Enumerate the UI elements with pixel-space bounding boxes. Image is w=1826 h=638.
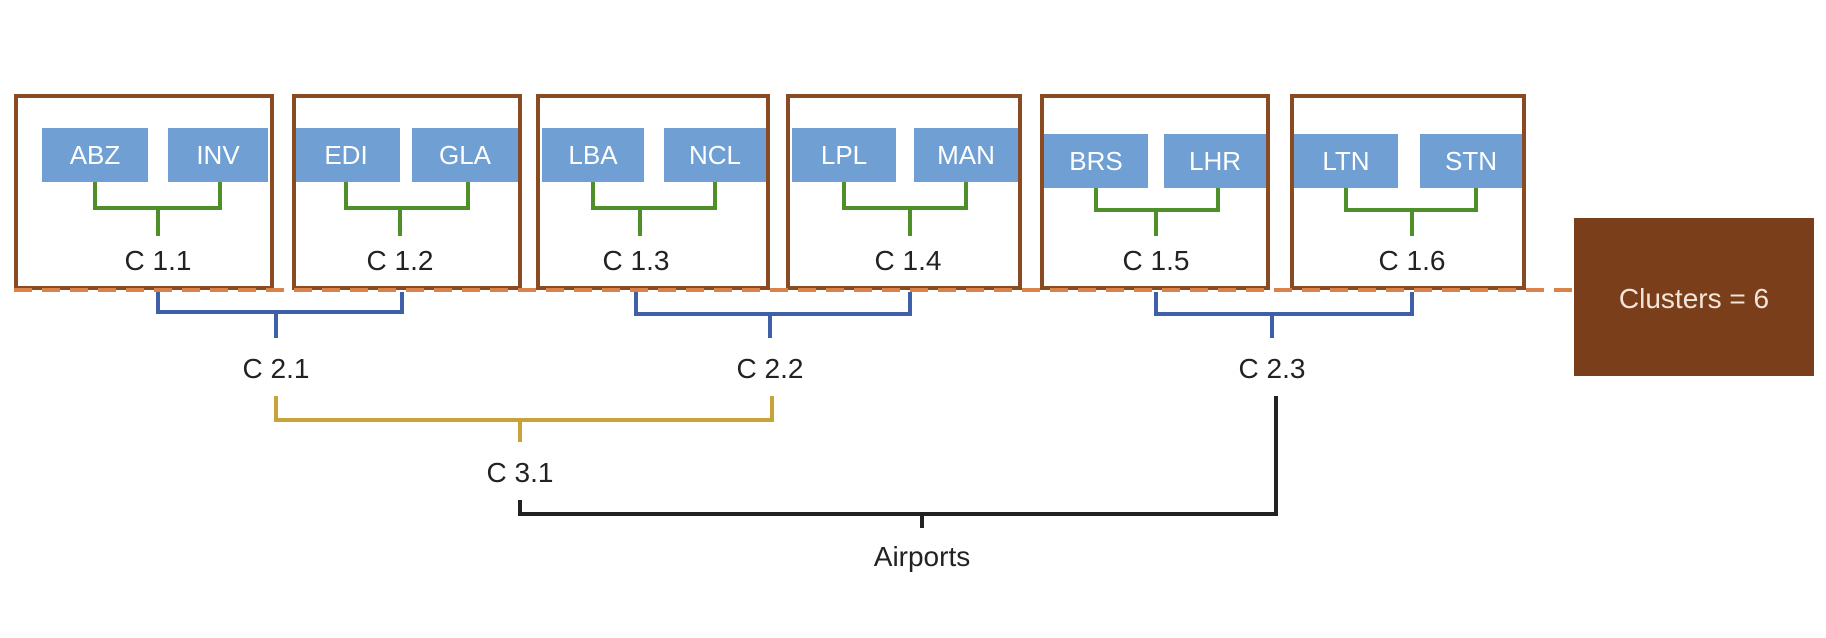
- airport-label-brs: BRS: [1069, 146, 1122, 176]
- level2-link-c2-3: [1154, 292, 1414, 338]
- cluster-label-c1-6: C 1.6: [1379, 245, 1446, 276]
- level1-link-c1-1: [93, 182, 222, 236]
- airport-label-ncl: NCL: [689, 140, 741, 170]
- airport-box-ltn: [1294, 134, 1398, 188]
- level3-link-c3-1: [274, 396, 774, 442]
- airport-box-edi: [296, 128, 400, 182]
- airport-box-gla: [412, 128, 518, 182]
- cluster-c1-4: LPL MAN C 1.4: [786, 94, 1022, 290]
- airport-label-gla: GLA: [439, 140, 492, 170]
- cluster-label-c2-2: C 2.2: [737, 353, 804, 384]
- cluster-frame: [1040, 94, 1270, 290]
- airport-box-man: [914, 128, 1018, 182]
- cluster-c1-5: BRS LHR C 1.5: [1040, 94, 1270, 290]
- cluster-c1-6: LTN STN C 1.6: [1290, 94, 1526, 290]
- airport-label-inv: INV: [196, 140, 240, 170]
- cluster-label-c1-4: C 1.4: [875, 245, 942, 276]
- airport-label-abz: ABZ: [70, 140, 121, 170]
- cluster-label-c3-1: C 3.1: [487, 457, 554, 488]
- cluster-label-c1-5: C 1.5: [1123, 245, 1190, 276]
- airport-box-ncl: [664, 128, 766, 182]
- airport-label-lpl: LPL: [821, 140, 867, 170]
- airport-box-inv: [168, 128, 268, 182]
- cluster-c1-2: EDI GLA C 1.2: [292, 94, 522, 290]
- cluster-label-c2-3: C 2.3: [1239, 353, 1306, 384]
- level1-link-c1-4: [842, 182, 968, 236]
- root-link-airports: [518, 396, 1278, 528]
- cluster-label-c2-1: C 2.1: [243, 353, 310, 384]
- airport-label-man: MAN: [937, 140, 995, 170]
- airport-label-lba: LBA: [568, 140, 618, 170]
- badge-box: [1574, 218, 1814, 376]
- cluster-label-c1-1: C 1.1: [125, 245, 192, 276]
- level2-link-c2-2: [634, 292, 912, 338]
- cluster-label-c1-2: C 1.2: [367, 245, 434, 276]
- airport-label-stn: STN: [1445, 146, 1497, 176]
- airport-box-stn: [1420, 134, 1522, 188]
- cluster-label-c1-3: C 1.3: [603, 245, 670, 276]
- airport-label-lhr: LHR: [1189, 146, 1241, 176]
- cluster-frame: [1290, 94, 1526, 290]
- cluster-c1-3: LBA NCL C 1.3: [536, 94, 770, 290]
- airport-box-lba: [542, 128, 644, 182]
- airport-box-brs: [1044, 134, 1148, 188]
- airport-box-abz: [42, 128, 148, 182]
- airport-box-lhr: [1164, 134, 1266, 188]
- root-label-airports: Airports: [874, 541, 970, 572]
- airport-box-lpl: [792, 128, 896, 182]
- level2-link-c2-1: [156, 292, 404, 338]
- cluster-frame: [786, 94, 1022, 290]
- clusters-count-badge: Clusters = 6: [1574, 218, 1814, 376]
- level1-link-c1-6: [1344, 188, 1478, 236]
- level1-link-c1-2: [344, 182, 470, 236]
- airport-label-ltn: LTN: [1322, 146, 1369, 176]
- level1-link-c1-5: [1094, 188, 1220, 236]
- cluster-frame: [536, 94, 770, 290]
- airport-label-edi: EDI: [324, 140, 367, 170]
- level1-link-c1-3: [591, 182, 717, 236]
- cluster-c1-1: ABZ INV C 1.1: [14, 94, 274, 290]
- badge-label: Clusters = 6: [1619, 283, 1769, 314]
